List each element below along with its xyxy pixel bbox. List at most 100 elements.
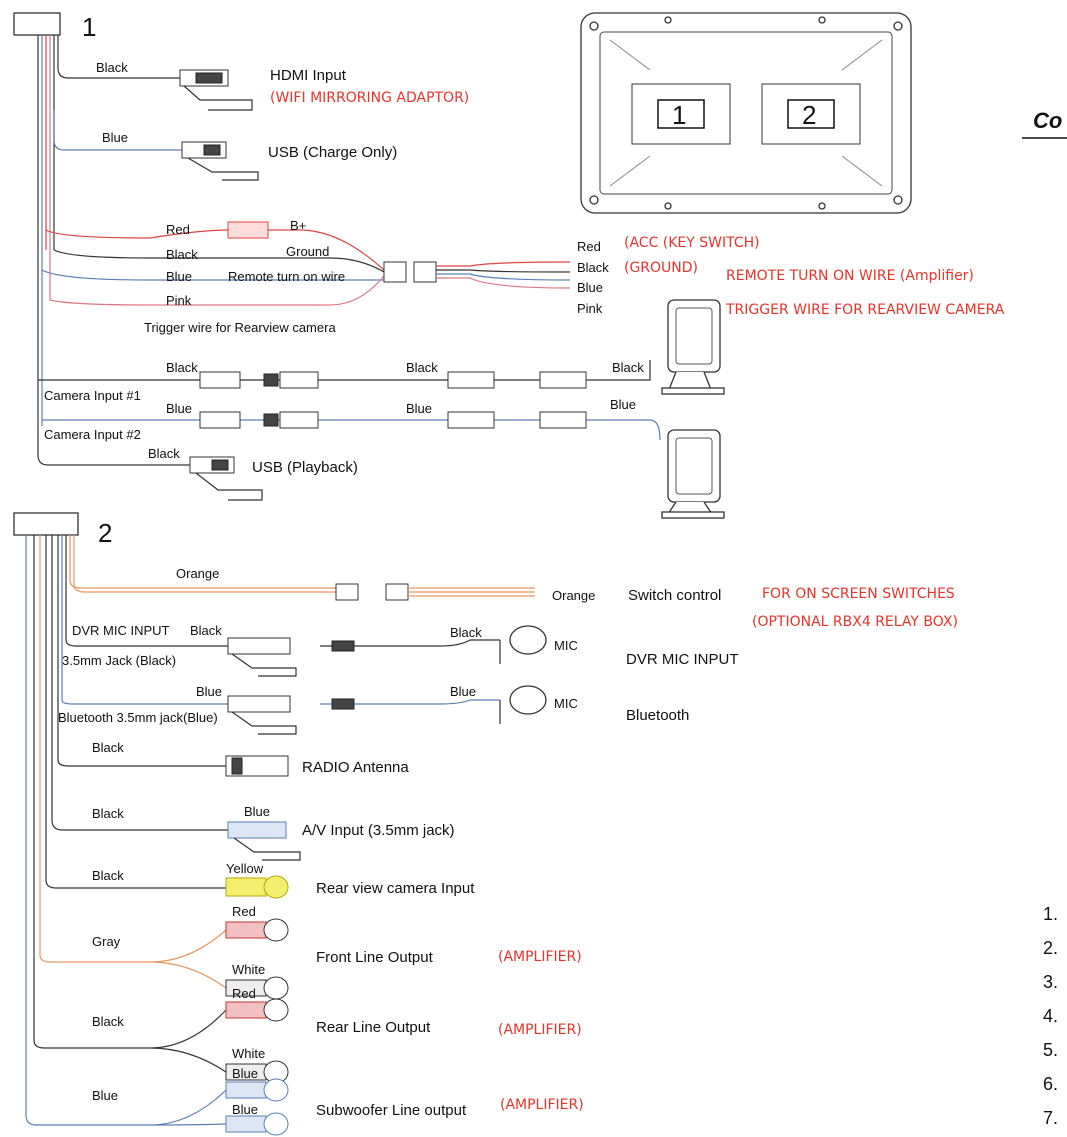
bt-mic-wire-label: Blue [450,684,476,699]
cam1-label: Camera Input #1 [44,388,141,403]
dvr-mic-wire-label: Black [450,625,482,640]
sub-plug-1 [225,1081,267,1099]
front-p1-label: Red [232,904,256,919]
bt-wire-label: Blue [196,684,222,699]
power-ground-label: Ground [286,244,329,259]
switch-note-2: (OPTIONAL RBX4 RELAY BOX) [752,614,958,630]
switch-note-1: FOR ON SCREEN SWITCHES [762,586,955,602]
bt-label: Bluetooth [626,707,689,724]
cam1-connectors [199,371,587,389]
power-blue-label: Blue [166,269,192,284]
power-plug [413,261,437,283]
rearcam-label: Rear view camera Input [316,880,475,897]
dvr-label: DVR MIC INPUT [626,651,739,668]
harness-1-number: 1 [82,12,96,42]
list-number: 3. [1043,972,1058,992]
list-number: 7. [1043,1108,1058,1128]
switch-wire-label: Orange [176,566,219,581]
sub-p1-label: Blue [232,1066,258,1081]
list-number: 1. [1043,904,1058,924]
harness-2: 2 Orange Orange Switch control FOR ON SC… [13,512,958,1136]
usb-charge-wire-label: Blue [102,130,128,145]
cam2-connectors [199,411,587,429]
switch-label: Switch control [628,587,721,604]
switch-plug [385,583,409,601]
dvr-jack-label: 3.5mm Jack (Black) [62,653,176,668]
monitor-slot-2 [787,99,835,129]
harness-1-connector [13,12,61,36]
power-note-remote: REMOTE TURN ON WIRE (Amplifier) [726,268,974,284]
list-number: 5. [1043,1040,1058,1060]
numbered-list: 1. 2. 3. 4. 5. 6. 7. [1043,904,1058,1128]
harness-1: 1 Black HDMI Input (WIFI MIRRORING ADAPT… [13,12,1005,519]
monitor-back-view: 1 2 [580,12,912,214]
power-red-label: Red [166,222,190,237]
sub-note: (AMPLIFIER) [500,1097,584,1113]
fuse [227,221,269,239]
rearcam-wire-label: Black [92,868,124,883]
monitor-slot-2-label: 2 [802,100,816,130]
power-bplus-label: B+ [290,218,306,233]
power-trigger-label: Trigger wire for Rearview camera [144,320,336,335]
power-note-acc: (ACC (KEY SWITCH) [624,235,760,251]
power-remote-label: Remote turn on wire [228,269,345,284]
bt-jack-label: Bluetooth 3.5mm jack(Blue) [58,710,218,725]
power-black-label: Black [166,247,198,262]
hdmi-note: (WIFI MIRRORING ADAPTOR) [270,90,469,106]
av-jack [227,821,287,839]
power-connector [383,261,407,283]
list-number: 2. [1043,938,1058,958]
cam2-wire3-label: Blue [610,397,636,412]
usb-play-label: USB (Playback) [252,459,358,476]
power-note-trigger: TRIGGER WIRE FOR REARVIEW CAMERA [725,302,1005,318]
radio-label: RADIO Antenna [302,759,409,776]
rear-p2-label: White [232,1046,265,1061]
monitor-slot-1 [657,99,705,129]
power-end-red: Red [577,239,601,254]
cam1-wire3-label: Black [612,360,644,375]
cam2-wire2-label: Blue [406,401,432,416]
harness-2-number: 2 [98,518,112,548]
power-end-black: Black [577,260,609,275]
av-label: A/V Input (3.5mm jack) [302,822,455,839]
usb-charge-label: USB (Charge Only) [268,144,397,161]
rear-red-plug [225,1001,267,1019]
cam1-wire2-label: Black [406,360,438,375]
av-wire-label: Black [92,806,124,821]
bt-mic-label: MIC [554,696,578,711]
front-label: Front Line Output [316,949,434,966]
bt-mic-icon [509,685,547,715]
list-number: 4. [1043,1006,1058,1026]
av-plug-label: Blue [244,804,270,819]
monitor-slot-1-label: 1 [672,100,686,130]
radio-wire-label: Black [92,740,124,755]
hdmi-label: HDMI Input [270,67,347,84]
camera-2-icon [661,429,725,519]
rear-wire-label: Black [92,1014,124,1029]
dvr-top-label: DVR MIC INPUT [72,623,170,638]
cam2-label: Camera Input #2 [44,427,141,442]
front-wire-label: Gray [92,934,121,949]
hdmi-wire-label: Black [96,60,128,75]
power-note-ground: (GROUND) [624,260,698,276]
rear-p1-label: Red [232,986,256,1001]
rearcam-plug [225,877,267,897]
harness-2-connector [13,512,79,536]
sub-p2-label: Blue [232,1102,258,1117]
rear-note: (AMPLIFIER) [498,1022,582,1038]
cam1-wire1-label: Black [166,360,198,375]
dvr-mic-icon [509,625,547,655]
power-end-pink: Pink [577,301,603,316]
switch-connector [335,583,359,601]
dvr-wire-label: Black [190,623,222,638]
dvr-mic-label: MIC [554,638,578,653]
usb-play-wire-label: Black [148,446,180,461]
power-end-blue: Blue [577,280,603,295]
sub-label: Subwoofer Line output [316,1102,467,1119]
cam2-wire1-label: Blue [166,401,192,416]
rearcam-plug-label: Yellow [226,861,264,876]
camera-1-icon [661,299,725,395]
front-p2-label: White [232,962,265,977]
sub-plug-2 [225,1115,267,1133]
